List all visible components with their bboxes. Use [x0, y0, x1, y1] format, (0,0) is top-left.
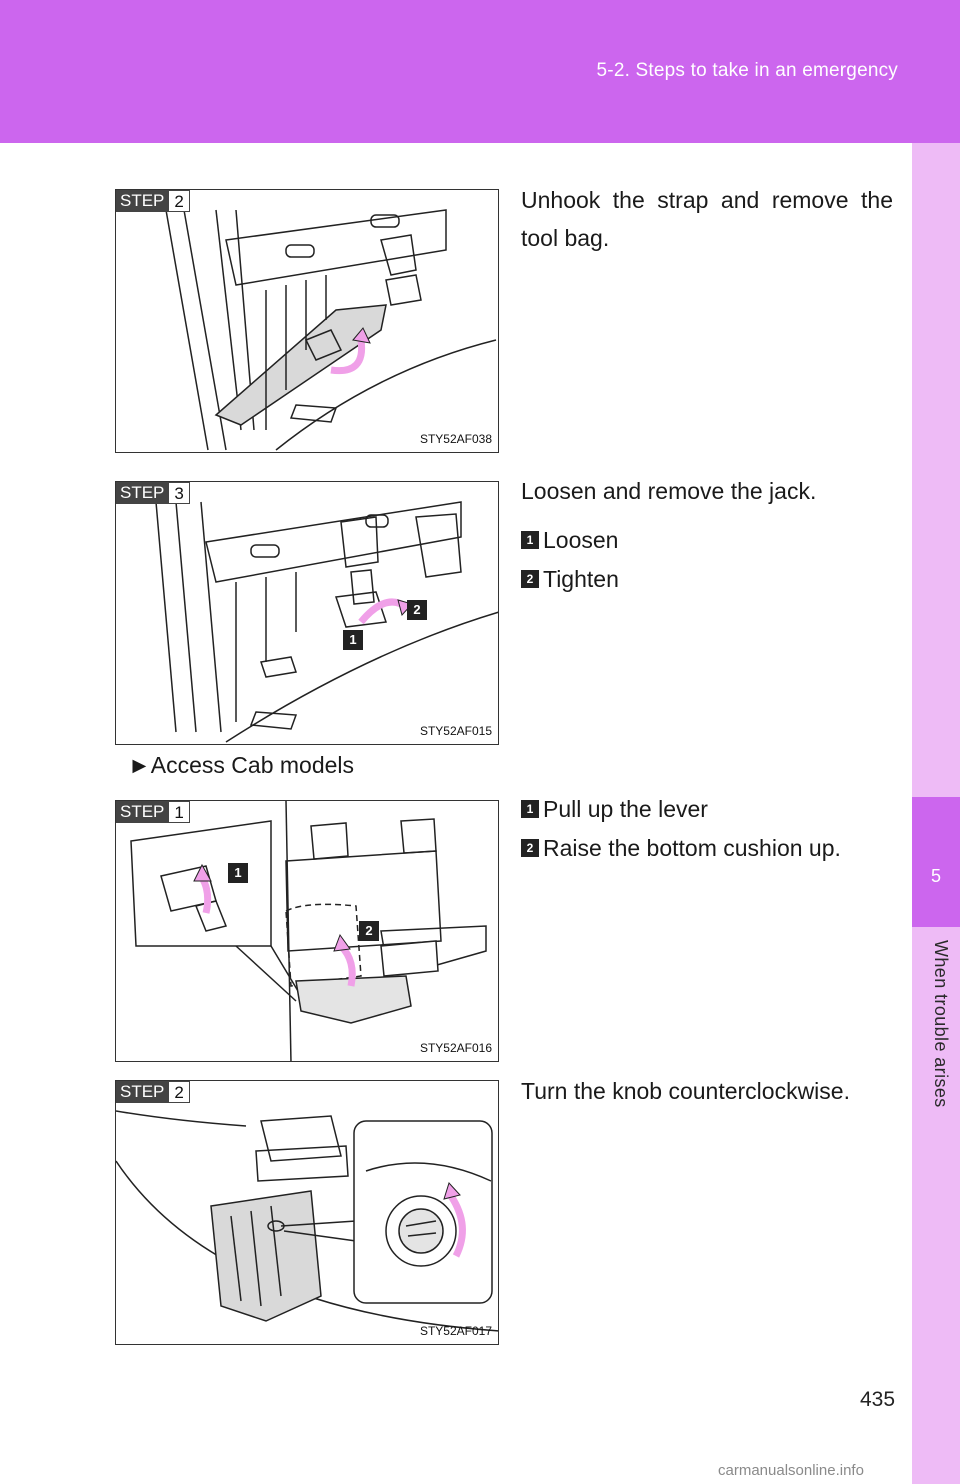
callout-1: 1 [228, 863, 248, 883]
step-label: STEP 2 [116, 1081, 190, 1103]
callout-2: 2 [407, 600, 427, 620]
number-badge: 2 [521, 839, 539, 857]
list-item: 1 Pull up the lever [521, 794, 708, 824]
list-item: 1 Loosen [521, 525, 618, 555]
illustration-knob [116, 1110, 498, 1332]
list-item: 2 Raise the bottom cushion up. [521, 833, 841, 863]
step-label: STEP 3 [116, 482, 190, 504]
figure-step-1-seat: 1 2 STEP 1 STY52AF016 [115, 800, 499, 1062]
step-label: STEP 2 [116, 190, 190, 212]
number-badge: 1 [521, 800, 539, 818]
list-item: 2 Tighten [521, 564, 619, 594]
figure-code: STY52AF038 [419, 432, 492, 446]
number-badge: 2 [521, 570, 539, 588]
step-2-instruction: Unhook the strap and remove the tool bag… [521, 187, 893, 251]
illustration-tool-bag [165, 209, 497, 451]
page-header: 5-2. Steps to take in an emergency [0, 0, 960, 143]
section-heading: ►Access Cab models [128, 752, 355, 778]
chapter-label: When trouble arises [931, 940, 951, 1108]
figure-step-3-jack: 2 1 STEP 3 STY52AF015 [115, 481, 499, 745]
chapter-number: 5 [930, 866, 941, 886]
step-label: STEP 1 [116, 801, 190, 823]
number-badge: 1 [521, 531, 539, 549]
illustration-jack [155, 501, 498, 743]
section-title: 5-2. Steps to take in an emergency [596, 60, 898, 81]
callout-2: 2 [359, 921, 379, 941]
step-2-knob-instruction: Turn the knob counterclockwise. [521, 1078, 850, 1104]
figure-code: STY52AF017 [419, 1324, 492, 1338]
step-3-instruction: Loosen and remove the jack. [521, 478, 817, 504]
figure-step-2-knob: STEP 2 STY52AF017 [115, 1080, 499, 1345]
figure-code: STY52AF016 [419, 1041, 492, 1055]
watermark: carmanualsonline.info [718, 1462, 864, 1479]
figure-step-2-strap: STEP 2 STY52AF038 [115, 189, 499, 453]
chapter-tab-highlight [912, 797, 960, 927]
callout-1: 1 [343, 630, 363, 650]
page-number: 435 [860, 1388, 896, 1411]
triangle-marker-icon: ► [128, 752, 151, 778]
figure-code: STY52AF015 [419, 724, 492, 738]
illustration-seat-cushion [130, 801, 487, 1061]
